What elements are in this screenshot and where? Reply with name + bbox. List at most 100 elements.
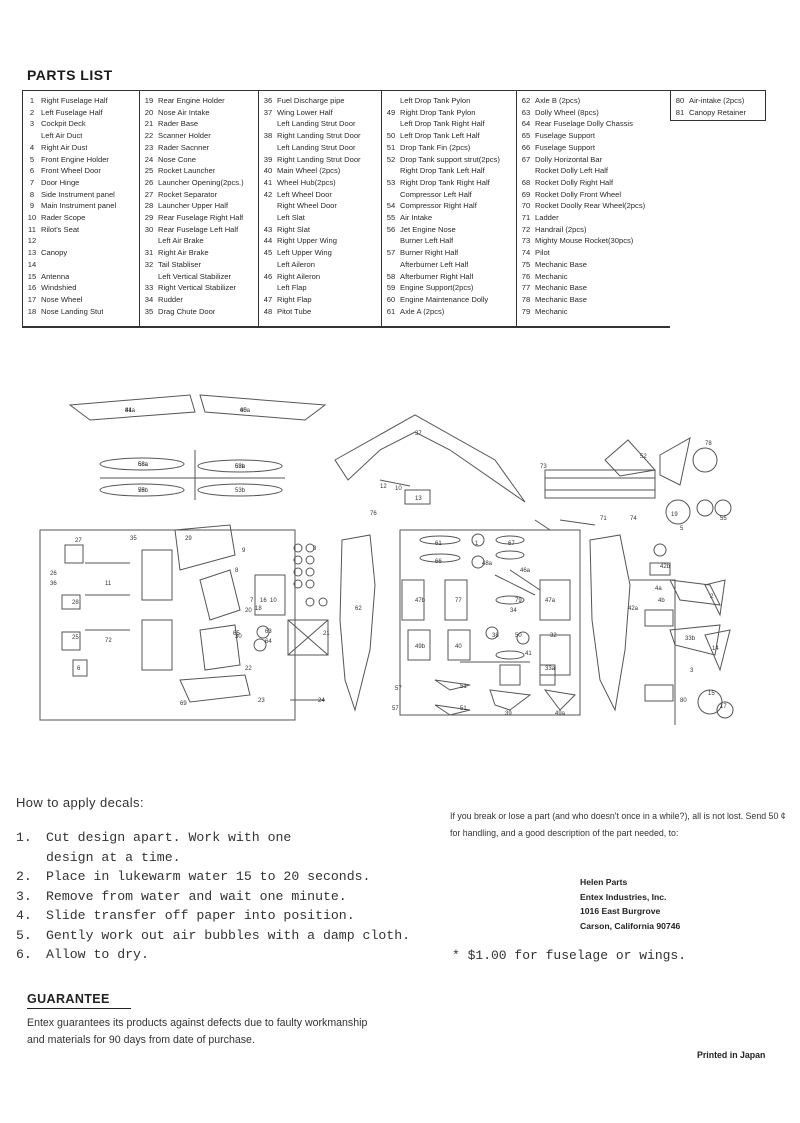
part-row: Left Vertical Stabilizer xyxy=(140,271,258,283)
part-name: Windshied xyxy=(41,283,77,293)
part-name: Canopy xyxy=(41,248,68,258)
part-name: Mechanic xyxy=(535,271,568,281)
part-row: Burner Left Half xyxy=(382,235,516,247)
part-number: 81 xyxy=(675,107,685,117)
part-name: Handrail (2pcs) xyxy=(535,224,587,234)
part-number: 22 xyxy=(144,131,154,141)
part-callout-label: 29 xyxy=(185,536,192,542)
part-number: 45 xyxy=(263,248,273,258)
address-line: Entex Industries, Inc. xyxy=(580,891,667,902)
part-name: Cockpit Deck xyxy=(41,119,86,129)
part-name: Mechanic xyxy=(535,306,568,316)
part-number: 33 xyxy=(144,283,154,293)
decal-step: 1.Cut design apart. Work with one xyxy=(16,828,456,848)
part-row: 9 Main Instrument panel xyxy=(23,200,139,212)
part-name: Afterburner Left Half xyxy=(400,259,469,269)
part-name: Left Air Brake xyxy=(158,236,204,246)
part-callout-label: 49a xyxy=(555,711,566,717)
decal-step-number: 2. xyxy=(16,869,32,884)
part-row: 14 xyxy=(23,259,139,271)
part-number: 76 xyxy=(521,271,531,281)
part-callout-label: 3 xyxy=(690,668,694,674)
part-name: Left Aileron xyxy=(277,259,315,269)
part-name: Mechanic Base xyxy=(535,259,587,269)
part-name: Nose Air Intake xyxy=(158,107,210,117)
part-callout-label: 60 xyxy=(240,408,247,414)
part-number xyxy=(382,259,400,271)
decal-step: 6.Allow to dry. xyxy=(16,945,456,965)
decal-step-number xyxy=(16,848,46,868)
part-row: Left Flap xyxy=(259,282,381,294)
part-callout-label: 10 xyxy=(395,486,402,492)
part-callout-label: 40 xyxy=(455,644,462,650)
part-name: Rocket Separator xyxy=(158,189,218,199)
part-callout-label: 68b xyxy=(235,464,246,470)
part-callout-label: 80 xyxy=(680,698,687,704)
decal-step-text: Allow to dry. xyxy=(46,947,149,962)
part-callout-label: 2 xyxy=(710,594,714,600)
part-name: Left Fuselage Half xyxy=(41,107,103,117)
part-callout-label: 72 xyxy=(105,638,112,644)
price-note: * $1.00 for fuselage or wings. xyxy=(452,948,687,963)
part-number xyxy=(259,282,277,294)
part-number xyxy=(140,271,158,283)
part-number xyxy=(140,235,158,247)
part-name: Right Landing Strut Door xyxy=(277,154,361,164)
part-name: Rader Sacnner xyxy=(158,142,210,152)
part-number: 26 xyxy=(144,177,154,187)
part-name: Jet Engine Nose xyxy=(400,224,456,234)
part-callout-label: 69 xyxy=(180,701,187,707)
part-name: Front Engine Holder xyxy=(41,154,109,164)
part-number xyxy=(259,142,277,154)
replacement-parts-text: If you break or lose a part (and who doe… xyxy=(450,811,786,838)
part-name: Left Landing Strut Door xyxy=(277,119,356,129)
part-name: Air Intake xyxy=(400,213,433,223)
address-line: Carson, California 90746 xyxy=(580,920,681,931)
part-number: 9 xyxy=(29,201,35,211)
part-number: 41 xyxy=(263,177,273,187)
part-row: 39 Right Landing Strut Door xyxy=(259,154,381,166)
part-callout-label: 30 xyxy=(235,634,242,640)
part-number: 65 xyxy=(521,131,531,141)
part-name: Rear Fuselage Left Half xyxy=(158,224,239,234)
part-number: 16 xyxy=(27,283,37,293)
part-number xyxy=(517,165,535,177)
part-row: Left Air Brake xyxy=(140,235,258,247)
part-name: Antenna xyxy=(41,271,70,281)
part-callout-label: 52 xyxy=(640,454,647,460)
part-name: Launcher Opening(2pcs.) xyxy=(158,177,244,187)
part-name: Left Vertical Stabilizer xyxy=(158,271,232,281)
part-number: 12 xyxy=(27,236,37,246)
part-name: Nose Landing Stut xyxy=(41,306,104,316)
part-number: 7 xyxy=(29,177,35,187)
part-number: 53 xyxy=(386,177,396,187)
part-number: 66 xyxy=(521,142,531,152)
part-number: 55 xyxy=(386,213,396,223)
part-number: 39 xyxy=(263,154,273,164)
part-row: Left Drop Tank Right Half xyxy=(382,118,516,130)
part-name: Nose Cone xyxy=(158,154,196,164)
part-name: Compressor Right Half xyxy=(400,201,477,211)
part-name: Main Instrument panel xyxy=(41,201,117,211)
part-number xyxy=(382,189,400,201)
part-number: 50 xyxy=(386,131,396,141)
part-callout-label: 1 xyxy=(475,541,479,547)
part-name: Axle A (2pcs) xyxy=(400,306,445,316)
